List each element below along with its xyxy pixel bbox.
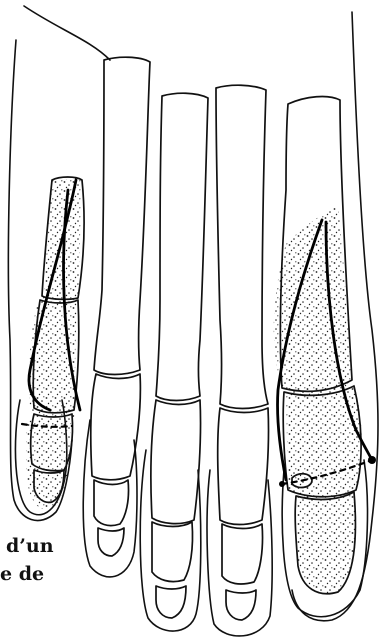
fourth-distal-phalanx xyxy=(98,528,124,556)
fourth-metatarsal xyxy=(94,57,150,374)
caption-fragment-2: e de xyxy=(0,564,46,584)
stipple-first-phalanx xyxy=(286,384,362,497)
caption-fragment-1: d’un xyxy=(6,536,56,556)
stipple-first-metatarsal xyxy=(274,206,352,393)
third-middle-phalanx xyxy=(152,522,193,582)
fourth-middle-phalanx xyxy=(94,480,129,526)
stipple-fifth-metatarsal xyxy=(29,178,82,431)
third-proximal-phalanx xyxy=(151,400,201,524)
second-metatarsal xyxy=(216,85,268,408)
third-distal-phalanx xyxy=(156,586,186,618)
foot-outline-top xyxy=(24,6,110,60)
second-proximal-phalanx xyxy=(218,408,269,525)
cut-marker-dot xyxy=(368,456,376,464)
cut-marker-dot-left xyxy=(279,481,285,487)
second-distal-phalanx xyxy=(226,590,256,620)
second-middle-phalanx xyxy=(222,524,263,584)
fourth-proximal-phalanx xyxy=(91,374,141,480)
third-metatarsal xyxy=(156,93,208,400)
